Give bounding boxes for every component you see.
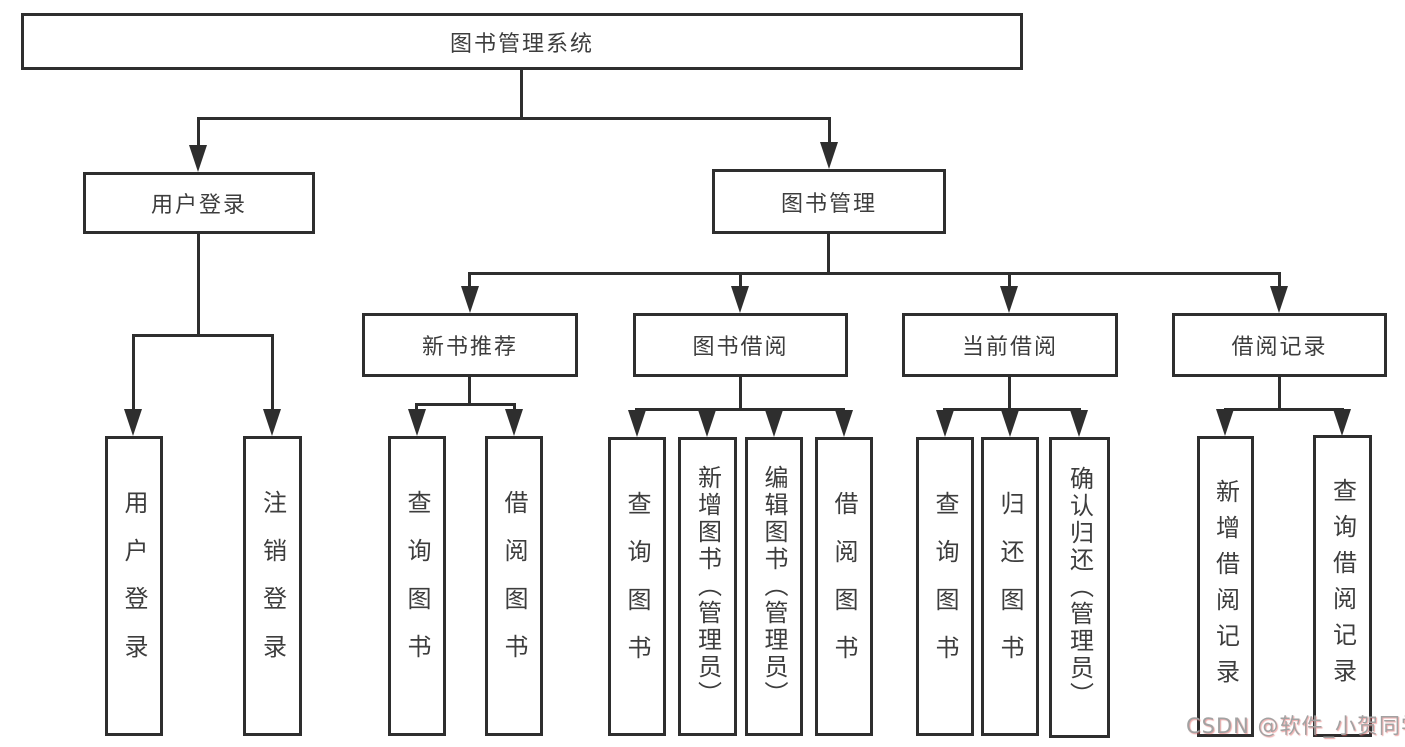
leaf-current-query-books: 查询图书 [916, 437, 974, 736]
connector-line [1224, 408, 1344, 411]
connector-line [197, 233, 200, 337]
leaf-confirm-return-admin-label: 确认归还（管理员） [1065, 466, 1094, 709]
connector-line [943, 408, 1081, 411]
connector-line [271, 334, 274, 410]
connector-line [1278, 272, 1281, 289]
leaf-recommend-borrow-books: 借阅图书 [485, 436, 543, 736]
node-root-system: 图书管理系统 [21, 13, 1023, 70]
leaf-edit-books-admin-label: 编辑图书（管理员） [760, 465, 788, 708]
leaf-recommend-query-books-label: 查询图书 [403, 490, 431, 682]
leaf-add-borrow-record: 新增借阅记录 [1197, 436, 1254, 737]
connector-line [132, 334, 274, 337]
leaf-borrowing-borrow-books: 借阅图书 [815, 437, 873, 736]
leaf-current-query-books-label: 查询图书 [931, 490, 959, 683]
connector-line [739, 377, 742, 411]
connector-line [415, 403, 516, 406]
arrow-down-icon [505, 409, 523, 436]
arrow-down-icon [1000, 286, 1018, 313]
node-user-login: 用户登录 [83, 172, 315, 234]
node-book-borrowing-label: 图书借阅 [692, 335, 789, 360]
arrow-down-icon [1070, 410, 1088, 437]
csdn-watermark: CSDN @软件_小贺同学 [1186, 714, 1405, 738]
arrow-down-icon [124, 409, 142, 436]
arrow-down-icon [731, 286, 749, 313]
leaf-return-books: 归还图书 [981, 437, 1039, 736]
node-current-borrowing: 当前借阅 [902, 313, 1118, 377]
connector-line [468, 272, 471, 289]
connector-line [513, 403, 516, 411]
connector-line [827, 234, 830, 275]
node-book-management-label: 图书管理 [780, 191, 877, 217]
leaf-add-books-admin: 新增图书（管理员） [678, 437, 737, 736]
node-user-login-label: 用户登录 [150, 193, 247, 218]
connector-line [739, 272, 742, 289]
leaf-confirm-return-admin: 确认归还（管理员） [1049, 437, 1110, 738]
node-borrow-records-label: 借阅记录 [1231, 335, 1328, 360]
arrow-down-icon [628, 410, 646, 437]
arrow-down-icon [461, 286, 479, 313]
leaf-recommend-query-books: 查询图书 [388, 436, 446, 736]
arrow-down-icon [408, 409, 426, 436]
node-book-borrowing: 图书借阅 [633, 313, 848, 377]
connector-line [828, 117, 831, 144]
leaf-user-login: 用户登录 [105, 436, 163, 736]
leaf-add-books-admin-label: 新增图书（管理员） [693, 465, 722, 708]
connector-line [1008, 377, 1011, 411]
connector-line [197, 117, 200, 147]
leaf-logout-label: 注销登录 [258, 490, 287, 682]
connector-line [415, 403, 418, 411]
arrow-down-icon [1216, 409, 1234, 436]
connector-line [1008, 272, 1011, 289]
connector-line [635, 408, 845, 411]
leaf-query-borrow-record-label: 查询借阅记录 [1328, 478, 1357, 694]
arrow-down-icon [835, 410, 853, 437]
node-root-system-label: 图书管理系统 [449, 31, 594, 57]
leaf-recommend-borrow-books-label: 借阅图书 [500, 490, 528, 682]
connector-line [520, 70, 523, 118]
connector-line [468, 377, 471, 406]
connector-line [132, 334, 135, 410]
arrow-down-icon [1333, 409, 1351, 436]
leaf-logout: 注销登录 [243, 436, 302, 736]
arrow-down-icon [1270, 286, 1288, 313]
leaf-borrowing-query-books: 查询图书 [608, 437, 666, 736]
node-current-borrowing-label: 当前借阅 [961, 335, 1058, 360]
leaf-borrowing-borrow-books-label: 借阅图书 [830, 490, 858, 683]
arrow-down-icon [698, 410, 716, 437]
leaf-user-login-label: 用户登录 [120, 490, 148, 682]
arrow-down-icon [189, 145, 207, 172]
leaf-return-books-label: 归还图书 [996, 490, 1024, 683]
arrow-down-icon [820, 142, 838, 169]
connector-line [1278, 377, 1281, 411]
node-new-book-recommend: 新书推荐 [362, 313, 578, 377]
arrow-down-icon [765, 410, 783, 437]
arrow-down-icon [936, 410, 954, 437]
leaf-query-borrow-record: 查询借阅记录 [1313, 435, 1372, 737]
leaf-add-borrow-record-label: 新增借阅记录 [1211, 478, 1240, 695]
node-new-book-recommend-label: 新书推荐 [421, 335, 518, 360]
node-book-management: 图书管理 [712, 169, 946, 234]
arrow-down-icon [1001, 410, 1019, 437]
connector-line [468, 272, 1281, 275]
connector-line [197, 117, 831, 120]
leaf-edit-books-admin: 编辑图书（管理员） [745, 437, 803, 736]
node-borrow-records: 借阅记录 [1172, 313, 1387, 377]
arrow-down-icon [263, 409, 281, 436]
leaf-borrowing-query-books-label: 查询图书 [623, 490, 651, 683]
